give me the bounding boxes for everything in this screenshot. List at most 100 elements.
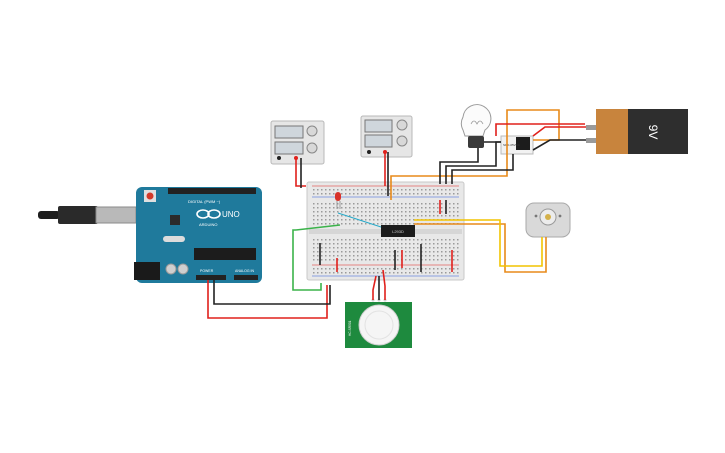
breadboard-hole[interactable] xyxy=(321,255,323,257)
breadboard-hole[interactable] xyxy=(333,219,335,221)
breadboard-hole[interactable] xyxy=(349,211,351,213)
breadboard-hole[interactable] xyxy=(421,243,423,245)
breadboard-hole[interactable] xyxy=(365,268,367,270)
breadboard-hole[interactable] xyxy=(337,203,339,205)
breadboard-hole[interactable] xyxy=(329,193,331,195)
breadboard-hole[interactable] xyxy=(349,223,351,225)
breadboard-hole[interactable] xyxy=(321,259,323,261)
power-supply-2-knob-bottom[interactable] xyxy=(396,135,408,147)
breadboard-hole[interactable] xyxy=(317,268,319,270)
breadboard-hole[interactable] xyxy=(345,207,347,209)
power-supply-2[interactable] xyxy=(360,115,413,158)
breadboard-hole[interactable] xyxy=(325,255,327,257)
breadboard-hole[interactable] xyxy=(445,193,447,195)
breadboard-hole[interactable] xyxy=(441,255,443,257)
breadboard-hole[interactable] xyxy=(401,272,403,274)
breadboard-hole[interactable] xyxy=(361,219,363,221)
breadboard-hole[interactable] xyxy=(373,251,375,253)
breadboard-hole[interactable] xyxy=(337,243,339,245)
breadboard-hole[interactable] xyxy=(313,203,315,205)
breadboard-hole[interactable] xyxy=(425,215,427,217)
breadboard-hole[interactable] xyxy=(325,251,327,253)
breadboard-hole[interactable] xyxy=(453,207,455,209)
breadboard-hole[interactable] xyxy=(433,215,435,217)
breadboard-hole[interactable] xyxy=(453,211,455,213)
breadboard-hole[interactable] xyxy=(313,247,315,249)
breadboard-hole[interactable] xyxy=(317,247,319,249)
breadboard-hole[interactable] xyxy=(317,219,319,221)
breadboard-hole[interactable] xyxy=(437,189,439,191)
breadboard-hole[interactable] xyxy=(333,211,335,213)
breadboard-hole[interactable] xyxy=(369,193,371,195)
power-supply-2-terminal-neg[interactable] xyxy=(367,150,371,154)
breadboard-hole[interactable] xyxy=(413,219,415,221)
breadboard-hole[interactable] xyxy=(341,251,343,253)
breadboard-hole[interactable] xyxy=(321,207,323,209)
breadboard-hole[interactable] xyxy=(361,255,363,257)
dc-motor[interactable] xyxy=(525,202,571,238)
light-bulb[interactable] xyxy=(460,104,492,148)
breadboard-hole[interactable] xyxy=(381,259,383,261)
breadboard-hole[interactable] xyxy=(373,268,375,270)
breadboard-hole[interactable] xyxy=(365,251,367,253)
breadboard-hole[interactable] xyxy=(325,223,327,225)
breadboard-hole[interactable] xyxy=(345,268,347,270)
breadboard-hole[interactable] xyxy=(385,219,387,221)
breadboard-hole[interactable] xyxy=(329,215,331,217)
breadboard-hole[interactable] xyxy=(349,259,351,261)
breadboard-hole[interactable] xyxy=(389,223,391,225)
breadboard-hole[interactable] xyxy=(349,251,351,253)
breadboard-hole[interactable] xyxy=(381,247,383,249)
breadboard-hole[interactable] xyxy=(397,219,399,221)
breadboard-hole[interactable] xyxy=(397,211,399,213)
breadboard-hole[interactable] xyxy=(401,223,403,225)
breadboard-hole[interactable] xyxy=(325,203,327,205)
breadboard-hole[interactable] xyxy=(313,255,315,257)
breadboard-hole[interactable] xyxy=(405,223,407,225)
breadboard-hole[interactable] xyxy=(317,259,319,261)
breadboard-hole[interactable] xyxy=(321,223,323,225)
breadboard-hole[interactable] xyxy=(385,272,387,274)
breadboard-hole[interactable] xyxy=(397,215,399,217)
breadboard-hole[interactable] xyxy=(373,203,375,205)
breadboard-hole[interactable] xyxy=(405,247,407,249)
breadboard-hole[interactable] xyxy=(361,215,363,217)
breadboard-hole[interactable] xyxy=(385,243,387,245)
breadboard-hole[interactable] xyxy=(373,247,375,249)
breadboard-hole[interactable] xyxy=(409,219,411,221)
breadboard-hole[interactable] xyxy=(377,259,379,261)
breadboard-hole[interactable] xyxy=(413,207,415,209)
breadboard-hole[interactable] xyxy=(449,272,451,274)
breadboard-hole[interactable] xyxy=(345,259,347,261)
breadboard-hole[interactable] xyxy=(429,272,431,274)
breadboard-hole[interactable] xyxy=(385,193,387,195)
breadboard-hole[interactable] xyxy=(389,255,391,257)
breadboard-hole[interactable] xyxy=(361,193,363,195)
power-supply-1-terminal-neg[interactable] xyxy=(277,156,281,160)
breadboard-hole[interactable] xyxy=(333,251,335,253)
breadboard-hole[interactable] xyxy=(405,272,407,274)
breadboard-hole[interactable] xyxy=(425,259,427,261)
breadboard-hole[interactable] xyxy=(393,243,395,245)
breadboard-hole[interactable] xyxy=(393,247,395,249)
breadboard-hole[interactable] xyxy=(373,219,375,221)
breadboard-hole[interactable] xyxy=(333,247,335,249)
breadboard-hole[interactable] xyxy=(417,247,419,249)
breadboard-hole[interactable] xyxy=(405,211,407,213)
breadboard-hole[interactable] xyxy=(433,207,435,209)
power-supply-1[interactable] xyxy=(270,120,325,165)
breadboard-hole[interactable] xyxy=(357,239,359,241)
breadboard-hole[interactable] xyxy=(425,189,427,191)
breadboard-hole[interactable] xyxy=(425,243,427,245)
breadboard-hole[interactable] xyxy=(445,243,447,245)
breadboard-hole[interactable] xyxy=(333,272,335,274)
breadboard-hole[interactable] xyxy=(409,247,411,249)
breadboard-hole[interactable] xyxy=(325,215,327,217)
breadboard-hole[interactable] xyxy=(369,255,371,257)
breadboard-hole[interactable] xyxy=(369,211,371,213)
breadboard-hole[interactable] xyxy=(317,255,319,257)
breadboard-hole[interactable] xyxy=(457,272,459,274)
breadboard-hole[interactable] xyxy=(337,189,339,191)
breadboard-hole[interactable] xyxy=(449,189,451,191)
breadboard-hole[interactable] xyxy=(429,203,431,205)
